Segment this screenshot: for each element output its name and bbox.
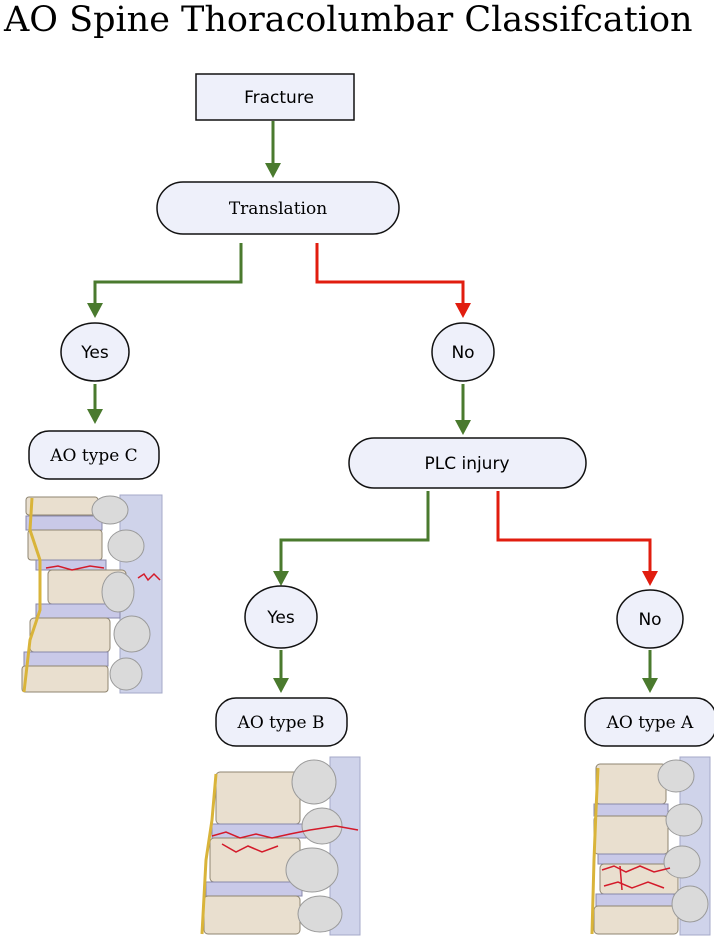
node-ao-type-b-label: AO type B [237, 713, 325, 733]
node-ao-type-c: AO type C [28, 430, 160, 480]
arrow-plc-no-to-type-a [642, 650, 658, 693]
node-translation-yes: Yes [60, 322, 130, 382]
arrow-plc-to-yes [273, 491, 430, 586]
node-plc-injury-label: PLC injury [424, 454, 509, 474]
node-translation-label: Translation [229, 199, 327, 219]
spine-type-b-illustration [200, 756, 361, 936]
arrow-translation-to-no [315, 243, 471, 318]
node-translation-no: No [431, 322, 495, 382]
arrow-translation-to-yes [87, 243, 243, 318]
spine-type-a-illustration [590, 756, 711, 936]
node-fracture-label: Fracture [244, 88, 314, 108]
node-ao-type-b: AO type B [215, 697, 348, 747]
node-translation: Translation [156, 181, 400, 235]
node-ao-type-a: AO type A [584, 697, 714, 747]
node-ao-type-c-label: AO type C [49, 446, 137, 466]
arrow-no-to-plc [455, 384, 471, 435]
diagram-title: AO Spine Thoracolumbar Classifcation [4, 0, 693, 40]
node-ao-type-a-label: AO type A [606, 713, 694, 733]
node-translation-yes-label: Yes [80, 343, 109, 363]
node-plc-injury: PLC injury [348, 437, 587, 489]
node-plc-no-label: No [638, 610, 661, 630]
arrow-plc-yes-to-type-b [273, 650, 289, 693]
arrow-plc-to-no [496, 491, 658, 586]
spine-type-c-illustration [21, 494, 163, 694]
node-plc-yes: Yes [244, 585, 318, 649]
arrow-fracture-to-translation [265, 121, 281, 178]
arrow-yes-to-type-c [87, 384, 103, 424]
node-fracture: Fracture [195, 73, 355, 121]
node-plc-yes-label: Yes [266, 608, 295, 628]
node-translation-no-label: No [451, 343, 474, 363]
node-plc-no: No [616, 589, 684, 649]
